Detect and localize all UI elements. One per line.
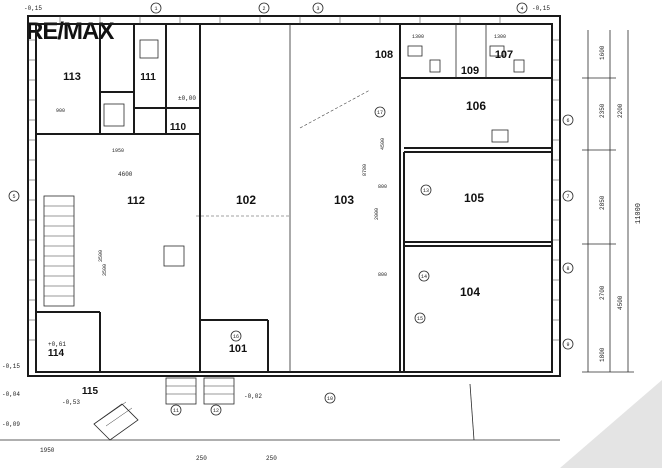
marker-17: 17 bbox=[377, 110, 383, 116]
sanitary-fixtures bbox=[103, 39, 525, 143]
room-107-label: 107 bbox=[495, 49, 513, 61]
dim-right-2200: 2200 bbox=[617, 103, 624, 118]
room-103-label: 103 bbox=[334, 193, 354, 207]
room-109-label: 109 bbox=[461, 65, 479, 77]
marker-5: 5 bbox=[12, 194, 15, 200]
marker-7: 7 bbox=[566, 194, 569, 200]
marker-14: 14 bbox=[421, 274, 427, 280]
dim-left-1950: 1950 bbox=[112, 148, 124, 154]
marker-8: 8 bbox=[566, 266, 569, 272]
dim-door-2000: 2000 bbox=[374, 208, 380, 220]
room-113-label: 113 bbox=[63, 71, 81, 83]
dim-door-800b: 800 bbox=[378, 272, 387, 278]
room-112-label: 112 bbox=[127, 195, 145, 207]
dimension-lines-right bbox=[582, 30, 634, 373]
interior-walls bbox=[36, 24, 552, 372]
dimension-labels: 1300 1300 4600 1950 900 800 800 1950 250… bbox=[40, 34, 506, 462]
dim-right-2850: 2850 bbox=[599, 195, 606, 210]
dim-right-4500: 4500 bbox=[617, 295, 624, 310]
marker-1: 1 bbox=[154, 6, 157, 12]
room-111-label: 111 bbox=[140, 72, 156, 83]
dim-bottom-250b: 250 bbox=[266, 455, 277, 462]
dim-left-3500: 3500 bbox=[102, 264, 108, 276]
level-top-right: -0,15 bbox=[532, 5, 550, 12]
scan-shadow bbox=[560, 380, 662, 468]
marker-13: 13 bbox=[423, 188, 429, 194]
level-stair-bottom: -0,53 bbox=[62, 399, 80, 406]
level-bottom-left: -0,09 bbox=[2, 421, 20, 428]
dim-right-1600: 1600 bbox=[599, 45, 606, 60]
dimension-labels-vertical: 1600 2350 2200 2850 2700 1800 11000 4500… bbox=[98, 45, 643, 362]
level-top-left: -0,15 bbox=[24, 5, 42, 12]
level-room-110: ±0,00 bbox=[178, 95, 196, 102]
marker-10: 10 bbox=[327, 396, 333, 402]
marker-6: 6 bbox=[566, 118, 569, 124]
room-105-label: 105 bbox=[464, 191, 484, 205]
marker-3: 3 bbox=[316, 6, 319, 12]
dim-door-800a: 800 bbox=[378, 184, 387, 190]
dim-right-2350: 2350 bbox=[599, 103, 606, 118]
dim-bottom-250a: 250 bbox=[196, 455, 207, 462]
level-entrance-101: -0,02 bbox=[244, 393, 262, 400]
level-room-114: +0,61 bbox=[48, 341, 66, 348]
level-left-lower: -0,04 bbox=[2, 391, 20, 398]
room-108-label: 108 bbox=[375, 49, 393, 61]
room-labels: 113 111 110 112 102 103 108 109 107 106 … bbox=[48, 49, 513, 397]
dim-left-900: 900 bbox=[56, 108, 65, 114]
dim-bottom-3500: 3500 bbox=[98, 250, 104, 262]
level-left-upper: -0,15 bbox=[2, 363, 20, 370]
dim-left-4600: 4600 bbox=[118, 171, 133, 178]
dim-mid-4500: 4500 bbox=[380, 138, 386, 150]
exterior-walls bbox=[27, 15, 561, 377]
dim-right-2700: 2700 bbox=[599, 285, 606, 300]
entrance-steps bbox=[0, 377, 560, 441]
room-114-label: 114 bbox=[48, 348, 65, 359]
room-102-label: 102 bbox=[236, 193, 256, 207]
room-110-label: 110 bbox=[170, 122, 187, 133]
dim-right-1800: 1800 bbox=[599, 347, 606, 362]
dim-right-11000: 11000 bbox=[635, 203, 643, 224]
room-106-label: 106 bbox=[466, 99, 486, 113]
marker-2: 2 bbox=[262, 6, 265, 12]
marker-9: 9 bbox=[566, 342, 569, 348]
marker-12: 12 bbox=[213, 408, 219, 414]
room-104-label: 104 bbox=[460, 285, 480, 299]
dim-top-1300a: 1300 bbox=[412, 34, 424, 40]
circled-markers: 1 2 3 4 5 6 7 8 9 10 11 12 13 14 15 16 1… bbox=[8, 2, 574, 416]
dim-mid-8780: 8780 bbox=[362, 164, 368, 176]
marker-11: 11 bbox=[173, 408, 179, 414]
dim-bottom-1950: 1950 bbox=[40, 447, 55, 454]
marker-15: 15 bbox=[417, 316, 423, 322]
marker-4: 4 bbox=[520, 6, 523, 12]
marker-16: 16 bbox=[233, 334, 239, 340]
level-marks: -0,15 -0,15 ±0,00 -0,15 +0,61 -0,04 -0,0… bbox=[2, 5, 550, 428]
staircase bbox=[43, 195, 185, 307]
room-101-label: 101 bbox=[229, 343, 247, 355]
dim-top-1300b: 1300 bbox=[494, 34, 506, 40]
room-115-label: 115 bbox=[82, 386, 99, 397]
